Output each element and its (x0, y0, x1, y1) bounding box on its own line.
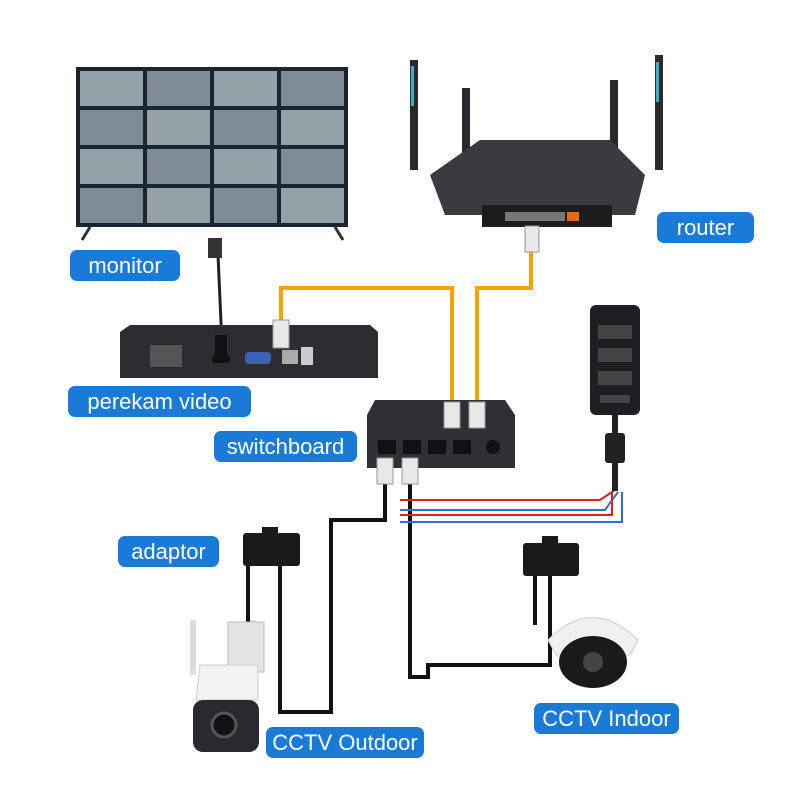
label-router: router (657, 212, 754, 243)
lan-cable-router-switch (475, 250, 533, 405)
monitor-video-tile (147, 188, 210, 223)
poe-cable-outdoor (278, 482, 387, 714)
monitor-video-tile (147, 110, 210, 145)
monitor-video-tile (80, 149, 143, 184)
adaptor-indoor-device (523, 536, 579, 576)
switch-device (367, 400, 515, 485)
monitor-video-tile (214, 149, 277, 184)
lan-cable-nvr-switch (279, 286, 454, 405)
monitor-video-tile (147, 71, 210, 106)
cctv-outdoor-device (190, 620, 265, 752)
monitor-device (76, 67, 348, 258)
monitor-video-tile (281, 188, 344, 223)
cctv-indoor-device (547, 617, 639, 688)
adaptor-outdoor-device (243, 527, 300, 566)
monitor-video-tile (214, 71, 277, 106)
monitor-video-tile (80, 71, 143, 106)
poe-cable-indoor (408, 482, 552, 679)
monitor-video-tile (80, 188, 143, 223)
label-nvr: perekam video (68, 386, 251, 417)
monitor-video-tile (281, 149, 344, 184)
power-strip-device (590, 305, 640, 491)
nvr-device (120, 319, 378, 378)
monitor-video-tile (80, 110, 143, 145)
power-wire-red-2 (400, 492, 613, 516)
monitor-video-tile (214, 188, 277, 223)
power-wire-red (400, 489, 616, 501)
monitor-video-tile (214, 110, 277, 145)
monitor-video-tile (281, 110, 344, 145)
power-wire-blue (400, 491, 619, 511)
monitor-video-tile (147, 149, 210, 184)
label-cctv-indoor: CCTV Indoor (534, 703, 679, 734)
label-cctv-outdoor: CCTV Outdoor (266, 727, 424, 758)
router-device (410, 55, 663, 253)
power-wire-blue-2 (400, 492, 623, 523)
label-monitor: monitor (70, 250, 180, 281)
label-switch: switchboard (214, 431, 357, 462)
label-adaptor: adaptor (118, 536, 219, 567)
monitor-video-tile (281, 71, 344, 106)
